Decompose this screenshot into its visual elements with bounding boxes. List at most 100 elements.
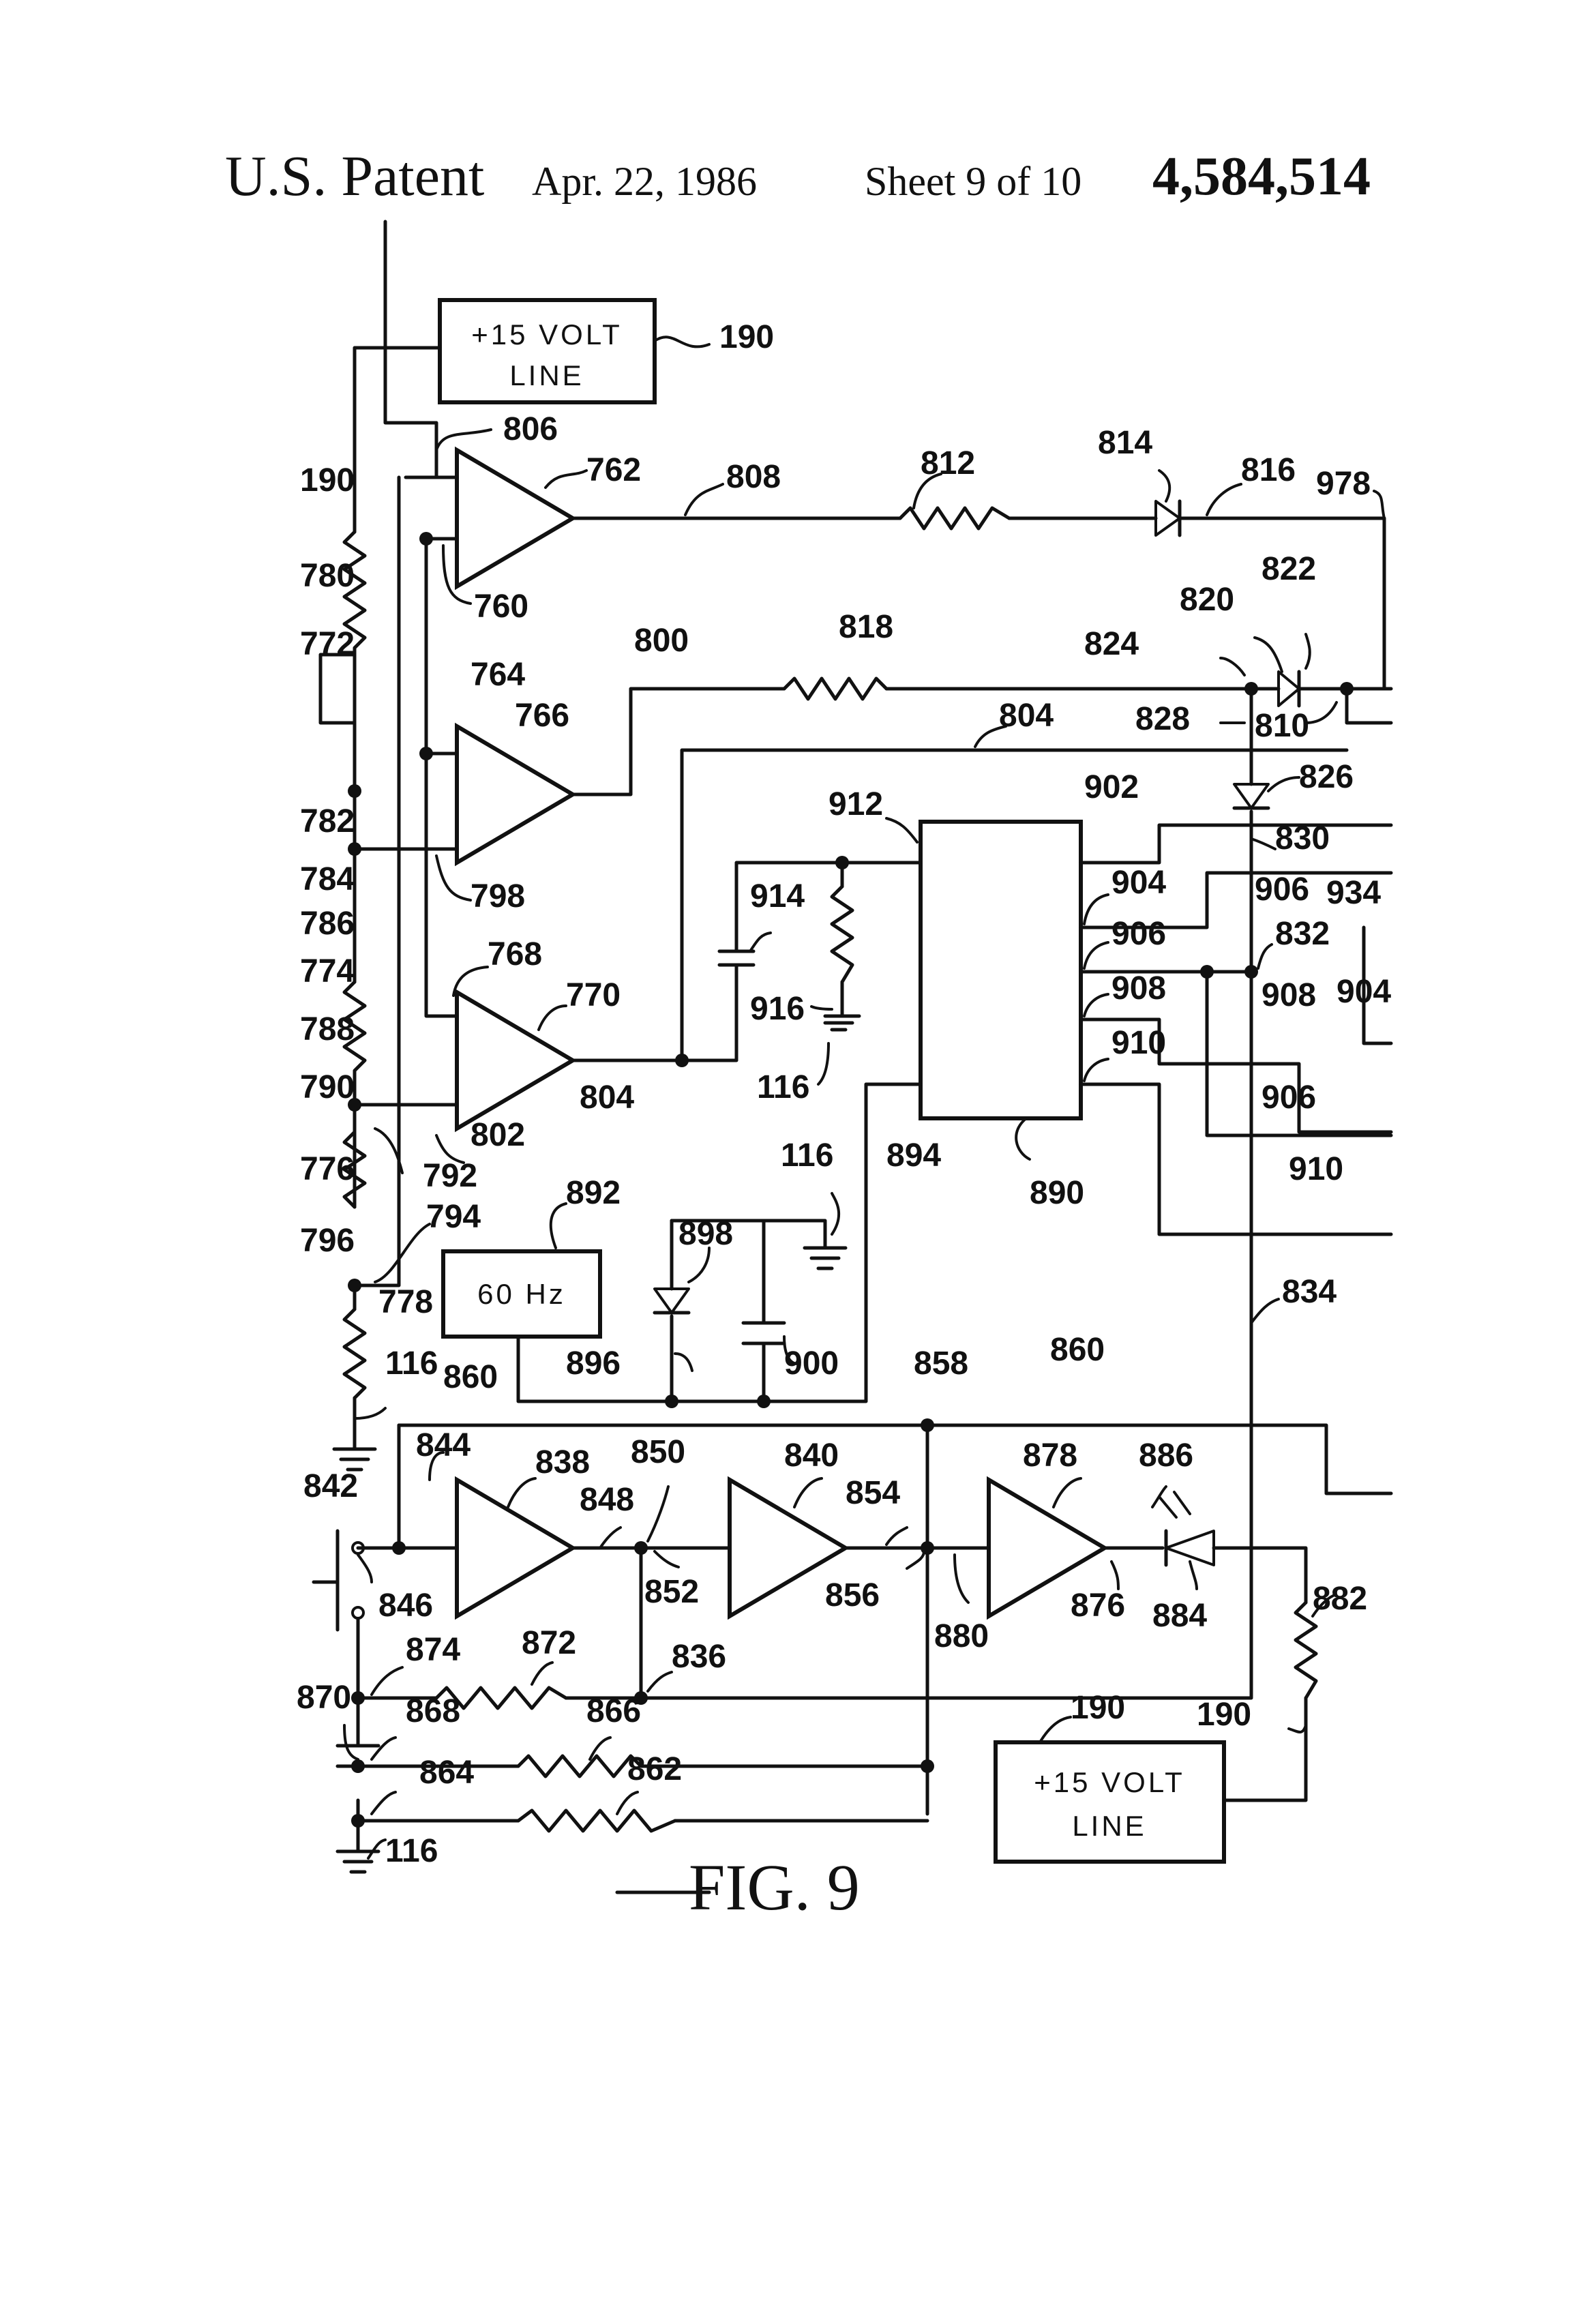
- svg-text:+15 VOLT: +15 VOLT: [471, 318, 623, 351]
- label-886: 886: [1139, 1437, 1193, 1474]
- label-846: 846: [378, 1588, 433, 1624]
- label-190d: 190: [1197, 1697, 1251, 1733]
- label-910b: 910: [1289, 1151, 1343, 1187]
- label-824: 824: [1084, 626, 1139, 662]
- label-862: 862: [627, 1751, 682, 1787]
- label-848: 848: [580, 1482, 634, 1518]
- label-890: 890: [1030, 1175, 1084, 1211]
- label-874: 874: [406, 1632, 460, 1668]
- label-794: 794: [426, 1199, 481, 1235]
- label-832: 832: [1275, 916, 1330, 952]
- diode-826: [1234, 784, 1268, 808]
- logic-block-890: [921, 822, 1081, 1118]
- volt-line-box-top: +15 VOLT LINE: [440, 300, 655, 402]
- label-786: 786: [300, 906, 355, 942]
- amplifier-762: [457, 450, 573, 586]
- label-854: 854: [846, 1475, 900, 1511]
- label-762: 762: [586, 452, 641, 488]
- svg-text:+15 VOLT: +15 VOLT: [1034, 1766, 1185, 1798]
- label-764: 764: [471, 657, 525, 693]
- resistor-818: [784, 679, 886, 699]
- resistor-866: [518, 1756, 641, 1776]
- figure-caption-text: FIG. 9: [689, 1851, 860, 1924]
- label-852: 852: [644, 1574, 699, 1610]
- label-792: 792: [423, 1158, 477, 1194]
- label-804a: 804: [999, 698, 1054, 734]
- label-858: 858: [914, 1345, 968, 1382]
- label-116d: 116: [385, 1833, 438, 1869]
- svg-text:LINE: LINE: [1072, 1810, 1146, 1842]
- label-906c: 906: [1262, 1079, 1316, 1116]
- svg-text:60 Hz: 60 Hz: [477, 1278, 566, 1310]
- label-910a: 910: [1111, 1025, 1166, 1061]
- label-892: 892: [566, 1175, 621, 1211]
- resistor-778: [344, 1309, 365, 1398]
- label-872: 872: [522, 1625, 576, 1661]
- label-190c: 190: [1071, 1690, 1125, 1726]
- label-820: 820: [1180, 582, 1234, 618]
- oscillator-60hz-box: 60 Hz: [443, 1251, 600, 1337]
- label-780: 780: [300, 558, 355, 594]
- label-864: 864: [419, 1755, 474, 1791]
- label-772: 772: [300, 626, 355, 662]
- label-760: 760: [474, 589, 528, 625]
- label-798: 798: [471, 878, 525, 914]
- label-818: 818: [839, 609, 893, 645]
- label-116a: 116: [757, 1069, 809, 1105]
- label-770: 770: [566, 977, 621, 1013]
- label-880: 880: [934, 1618, 989, 1654]
- label-802: 802: [471, 1117, 525, 1153]
- label-876: 876: [1071, 1588, 1125, 1624]
- label-878: 878: [1023, 1437, 1077, 1474]
- label-790: 790: [300, 1069, 355, 1105]
- capacitor-900: [743, 1323, 784, 1343]
- label-916: 916: [750, 991, 805, 1027]
- label-842: 842: [303, 1468, 358, 1504]
- label-844: 844: [416, 1427, 471, 1463]
- label-866: 866: [586, 1693, 641, 1729]
- label-882: 882: [1313, 1581, 1367, 1617]
- label-768: 768: [488, 936, 542, 972]
- label-796: 796: [300, 1223, 355, 1259]
- label-904b: 904: [1337, 974, 1391, 1010]
- label-812: 812: [921, 445, 975, 481]
- resistor-772-bracket: [320, 655, 355, 723]
- amplifier-770: [457, 992, 573, 1129]
- led-884: [1159, 1492, 1214, 1565]
- label-190b: 190: [300, 462, 355, 498]
- label-912: 912: [829, 786, 883, 822]
- label-190a: 190: [719, 319, 774, 355]
- label-838: 838: [535, 1444, 590, 1480]
- label-784: 784: [300, 861, 355, 897]
- label-808: 808: [726, 459, 781, 495]
- label-834: 834: [1282, 1274, 1337, 1310]
- label-904a: 904: [1111, 865, 1166, 901]
- svg-text:LINE: LINE: [509, 359, 584, 391]
- resistor-916: [832, 887, 852, 982]
- label-900: 900: [784, 1345, 839, 1382]
- label-836: 836: [672, 1639, 726, 1675]
- label-806: 806: [503, 411, 558, 447]
- label-860a: 860: [443, 1359, 498, 1395]
- label-860b: 860: [1050, 1332, 1105, 1368]
- amplifier-838: [457, 1480, 573, 1616]
- label-870: 870: [297, 1680, 351, 1716]
- label-116b: 116: [781, 1137, 833, 1174]
- label-934: 934: [1326, 875, 1381, 911]
- label-816: 816: [1241, 452, 1296, 488]
- label-830: 830: [1275, 820, 1330, 856]
- label-116c: 116: [385, 1345, 438, 1382]
- label-814: 814: [1098, 425, 1152, 461]
- label-902: 902: [1084, 769, 1139, 805]
- label-908b: 908: [1262, 977, 1316, 1013]
- amplifier-766: [457, 726, 573, 863]
- label-826: 826: [1299, 759, 1354, 795]
- label-978: 978: [1316, 466, 1371, 502]
- label-828: 828: [1135, 701, 1190, 737]
- label-906b: 906: [1111, 916, 1166, 952]
- label-914: 914: [750, 878, 805, 914]
- diode-814: [1156, 501, 1180, 535]
- label-766: 766: [515, 698, 569, 734]
